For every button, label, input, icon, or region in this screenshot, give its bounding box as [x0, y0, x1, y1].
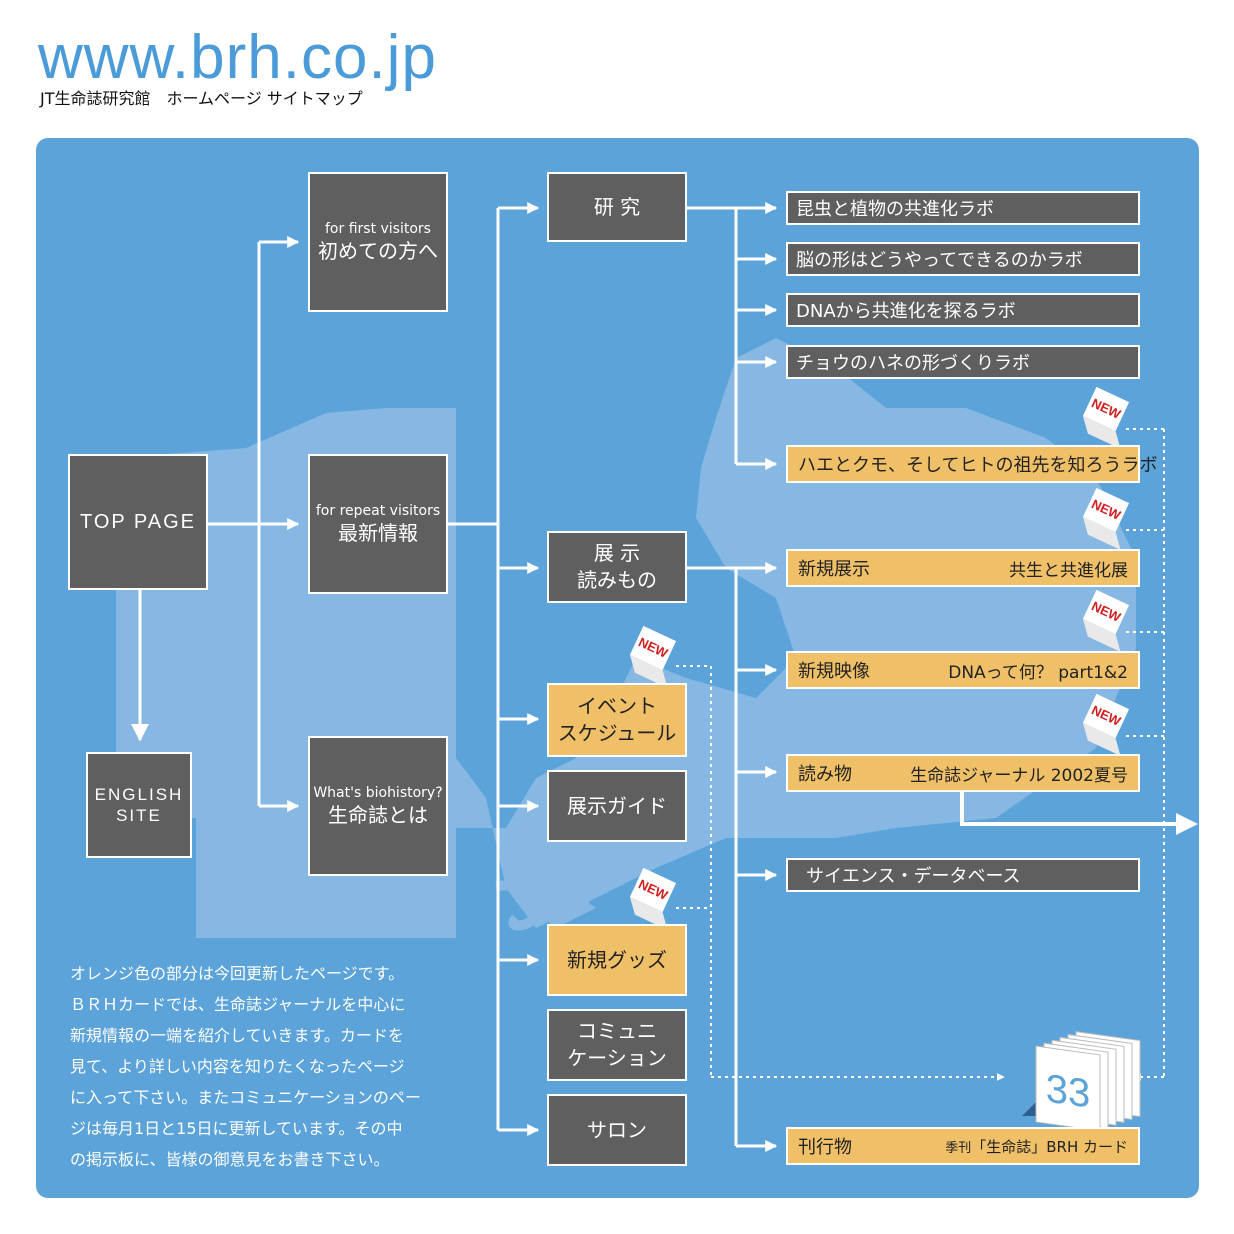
- note-line: の掲示板に、皆様の御意見をお書き下さい。: [70, 1150, 390, 1169]
- lab-item[interactable]: 昆虫と植物の共進化ラボ: [786, 191, 1140, 225]
- biohistory-node[interactable]: What's biohistory? 生命誌とは: [308, 736, 448, 876]
- exhibition-guide-label: 展示ガイド: [567, 793, 667, 818]
- top-page-node[interactable]: TOP PAGE: [68, 454, 208, 590]
- lab-label: ハエとクモ、そしてヒトの祖先を知ろうラボ: [798, 455, 1158, 476]
- lab-label: 昆虫と植物の共進化ラボ: [796, 199, 994, 220]
- publications-title: 季刊「生命誌」BRH カード: [945, 1136, 1128, 1157]
- update-note: オレンジ色の部分は今回更新したページです。 ＢＲＨカードでは、生命誌ジャーナルを…: [70, 958, 470, 1175]
- note-line: オレンジ色の部分は今回更新したページです。: [70, 964, 405, 983]
- note-line: 新規情報の一端を紹介していきます。カードを: [70, 1026, 404, 1045]
- reading-label: 読み物: [798, 764, 852, 785]
- site-subtitle: JT生命誌研究館 ホームページ サイトマップ: [40, 89, 363, 108]
- research-node[interactable]: 研 究: [547, 172, 687, 242]
- new-tag-icon: NEW: [629, 625, 677, 688]
- lab-item-new[interactable]: ハエとクモ、そしてヒトの祖先を知ろうラボ: [786, 445, 1157, 483]
- new-tag-icon: NEW: [629, 867, 677, 930]
- communication-node[interactable]: コミュニ ケーション: [547, 1009, 687, 1081]
- lab-item[interactable]: 脳の形はどうやってできるのかラボ: [786, 242, 1140, 276]
- background-swoosh: [495, 880, 551, 931]
- new-tag-icon: NEW: [1082, 693, 1130, 756]
- first-visitors-en: for first visitors: [325, 220, 431, 237]
- event-line: イベント: [577, 694, 657, 718]
- new-tag-icon: NEW: [1082, 589, 1130, 652]
- new-tag-icon: NEW: [1082, 487, 1130, 550]
- background-silhouettes: [116, 338, 1136, 938]
- note-line: に入って下さい。またコミュニケーションのペー: [70, 1088, 421, 1107]
- site-url: www.brh.co.jp: [38, 23, 437, 92]
- new-exhibit-label: 新規展示: [798, 559, 870, 580]
- communication-line: ケーション: [567, 1046, 667, 1070]
- salon-node[interactable]: サロン: [547, 1094, 687, 1166]
- new-goods-label: 新規グッズ: [567, 947, 667, 972]
- note-line: 見て、より詳しい内容を知りたくなったページ: [70, 1057, 405, 1076]
- note-line: ジは毎月1日と15日に更新しています。その中: [70, 1119, 403, 1138]
- publications-label: 刊行物: [798, 1137, 852, 1158]
- reading-item[interactable]: 読み物 生命誌ジャーナル 2002夏号: [786, 754, 1140, 792]
- dotted-connectors: [676, 428, 1165, 1081]
- reading-title: 生命誌ジャーナル 2002夏号: [910, 765, 1128, 786]
- english-site-line: ENGLISH: [94, 785, 184, 804]
- brh-card-stack-icon: 33: [1022, 1031, 1141, 1132]
- new-exhibit-item[interactable]: 新規展示 共生と共進化展: [786, 549, 1140, 587]
- svg-text:33: 33: [1046, 1066, 1090, 1117]
- first-visitors-ja: 初めての方へ: [318, 238, 438, 263]
- science-database-item[interactable]: サイエンス・データベース: [786, 858, 1140, 892]
- publications-prefix: 季刊: [945, 1140, 972, 1156]
- repeat-visitors-node[interactable]: for repeat visitors 最新情報: [308, 454, 448, 594]
- note-line: ＢＲＨカードでは、生命誌ジャーナルを中心に: [70, 995, 406, 1014]
- repeat-visitors-en: for repeat visitors: [315, 502, 441, 519]
- top-page-label: TOP PAGE: [79, 510, 197, 533]
- publications-name: 「生命誌」BRH カード: [971, 1137, 1128, 1156]
- event-schedule-node[interactable]: イベント スケジュール: [547, 683, 687, 757]
- new-goods-node[interactable]: 新規グッズ: [547, 924, 687, 996]
- lab-label: チョウのハネの形づくりラボ: [796, 353, 1030, 374]
- lab-item[interactable]: チョウのハネの形づくりラボ: [786, 345, 1140, 379]
- connector-lines: [131, 202, 778, 1152]
- exhibition-line: 展 示: [593, 541, 641, 565]
- publications-item[interactable]: 刊行物 季刊「生命誌」BRH カード: [786, 1127, 1140, 1165]
- new-tag-icon: NEW: [1082, 386, 1130, 449]
- lab-label: 脳の形はどうやってできるのかラボ: [796, 250, 1083, 271]
- repeat-visitors-ja: 最新情報: [338, 520, 418, 545]
- biohistory-en: What's biohistory?: [313, 784, 443, 801]
- science-database-label: サイエンス・データベース: [806, 866, 1021, 887]
- exhibition-guide-node[interactable]: 展示ガイド: [547, 770, 687, 842]
- reading-exit-arrow: [960, 790, 1198, 835]
- new-video-title: DNAって何？ part1&2: [948, 662, 1128, 683]
- new-exhibit-title: 共生と共進化展: [1009, 560, 1128, 581]
- english-site-node[interactable]: ENGLISH SITE: [86, 752, 192, 858]
- salon-label: サロン: [587, 1117, 647, 1142]
- first-visitors-node[interactable]: for first visitors 初めての方へ: [308, 172, 448, 312]
- reading-line: 読みもの: [577, 568, 657, 592]
- lab-item[interactable]: DNAから共進化を探るラボ: [786, 293, 1140, 327]
- english-site-line: SITE: [116, 806, 162, 825]
- lab-label: DNAから共進化を探るラボ: [796, 301, 1016, 322]
- biohistory-ja: 生命誌とは: [328, 802, 428, 827]
- new-video-label: 新規映像: [798, 661, 870, 682]
- schedule-line: スケジュール: [557, 721, 677, 745]
- communication-line: コミュニ: [577, 1019, 657, 1043]
- sitemap-panel: NEW NEW NEW NEW NEW: [36, 138, 1199, 1198]
- new-video-item[interactable]: 新規映像 DNAって何？ part1&2: [786, 651, 1140, 689]
- exhibition-reading-node[interactable]: 展 示 読みもの: [547, 531, 687, 603]
- research-label: 研 究: [593, 194, 641, 219]
